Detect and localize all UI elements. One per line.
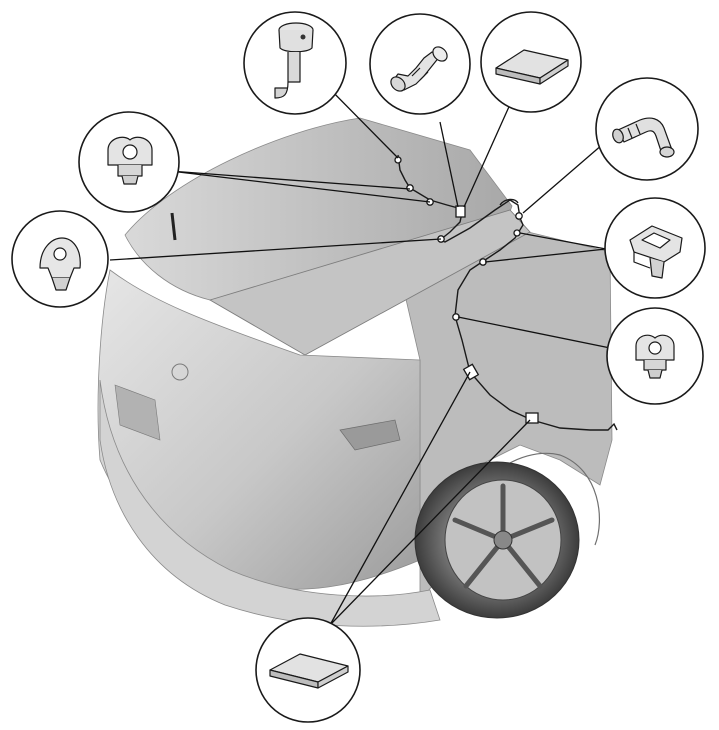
- tape-pad-point: [525, 412, 539, 424]
- tape-pad-icon: [495, 49, 569, 85]
- rear-spoiler: [208, 209, 531, 356]
- rear-wiper-stub: [170, 212, 177, 241]
- rear-wheel: [414, 461, 580, 619]
- elbow-joint-icon: [612, 117, 675, 158]
- rear-bumper: [99, 379, 441, 627]
- tail-light: [339, 419, 401, 451]
- large-clip-icon: [629, 225, 683, 279]
- hose-clamp-icon: [39, 237, 81, 291]
- washer-hose: [394, 154, 618, 431]
- tape-pad-point: [462, 363, 480, 381]
- callout-hose-clip-left: [78, 111, 180, 213]
- callout-hose-clamp-left: [11, 210, 109, 308]
- car-body: [97, 117, 613, 627]
- callout-tape-pad-lower: [255, 617, 361, 723]
- rear-emblem: [171, 363, 189, 381]
- callout-washer-nozzle: [243, 11, 347, 115]
- license-plate-recess: [114, 384, 161, 441]
- callout-hose-clip-large: [604, 197, 706, 299]
- callout-hose-joint-elbow: [595, 77, 699, 181]
- hose-clip-point: [406, 184, 414, 192]
- hose-clip-icon: [107, 136, 153, 185]
- hose-joint-icon: [390, 46, 448, 92]
- nozzle-fitting: [394, 156, 402, 164]
- elbow-joint-point: [515, 212, 523, 220]
- hose-clip-point: [513, 229, 521, 237]
- callout-hose-joint-straight: [369, 13, 471, 115]
- washer-nozzle-icon: [274, 22, 314, 99]
- tape-pad-point: [455, 205, 466, 218]
- tape-pad-icon: [269, 653, 349, 689]
- hose-clip-icon: [635, 334, 675, 379]
- callout-tape-pad-upper: [480, 11, 582, 113]
- callout-hose-holder-right: [606, 307, 704, 405]
